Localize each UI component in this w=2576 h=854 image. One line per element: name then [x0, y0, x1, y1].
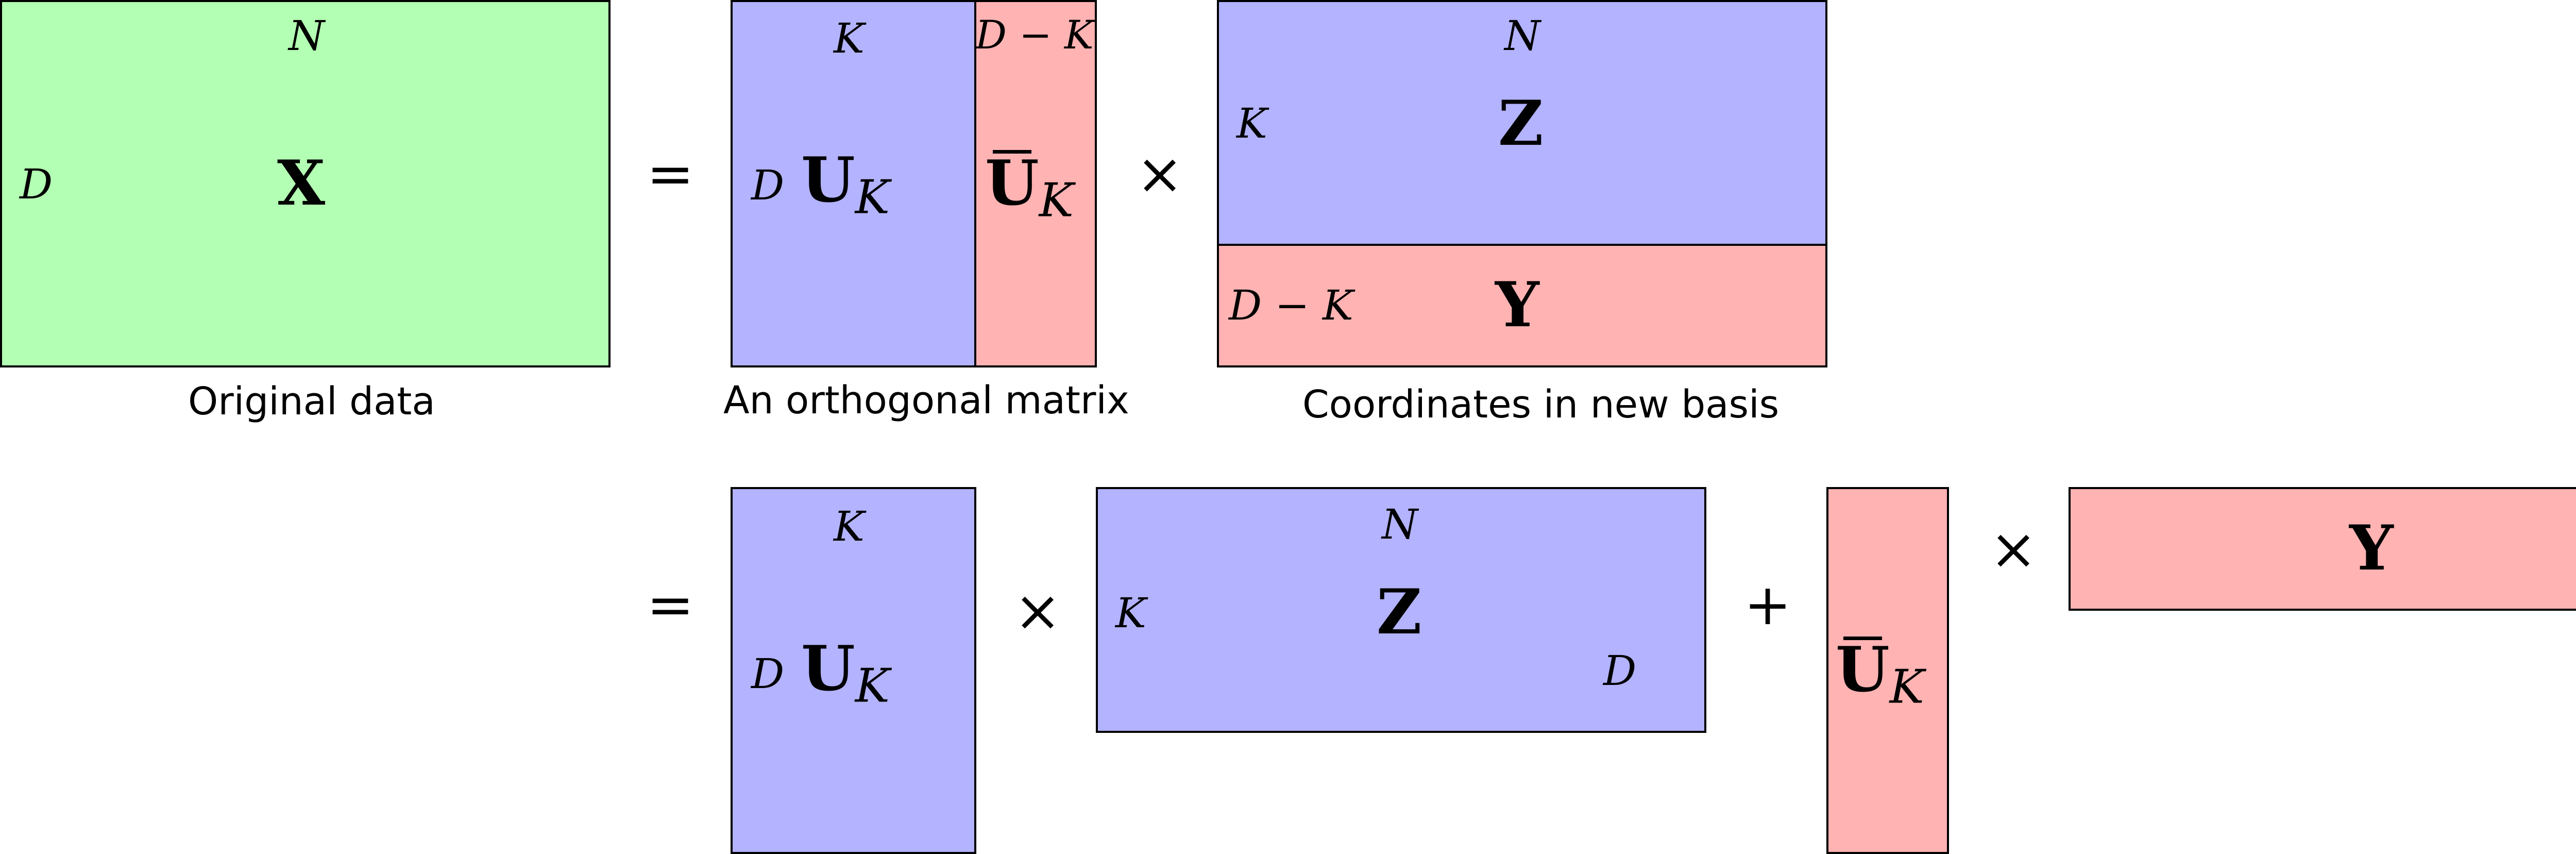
z-bottom-extra-label: D	[1603, 647, 1637, 695]
z-top-symbol: Z	[1498, 87, 1544, 160]
y-matrix-top	[1217, 244, 1827, 367]
times-sign-top: ×	[1136, 141, 1184, 207]
uk-top-symbol: UK	[801, 149, 890, 221]
x-height-label: D	[20, 160, 53, 208]
times-sign-bottom-1: ×	[1014, 578, 1062, 644]
ukbar-top-subscript: K	[1039, 173, 1074, 228]
orthogonal-caption: An orthogonal matrix	[723, 378, 1129, 423]
ukbar-bottom-letter: U	[1836, 633, 1890, 706]
plus-sign-bottom: +	[1744, 572, 1792, 638]
ukbar-top-width-label: D − K	[975, 12, 1094, 58]
z-bottom-height-label: K	[1115, 589, 1146, 637]
y-bottom-symbol: Y	[2349, 512, 2394, 584]
x-caption: Original data	[188, 379, 435, 424]
x-matrix	[0, 0, 611, 367]
uk-top-subscript: K	[855, 170, 890, 225]
z-bottom-width-label: N	[1382, 500, 1418, 548]
equals-sign-bottom: =	[647, 572, 694, 638]
uk-bottom-symbol: UK	[801, 638, 890, 710]
uk-bottom-width-label: K	[834, 503, 865, 550]
coords-caption: Coordinates in new basis	[1302, 382, 1780, 427]
ukbar-matrix-bottom	[1826, 487, 1949, 854]
ukbar-matrix-top	[974, 0, 1097, 367]
uk-top-width-label: K	[834, 14, 865, 62]
y-top-height-label: D − K	[1229, 281, 1353, 329]
z-top-width-label: N	[1504, 12, 1540, 60]
ukbar-bottom-subscript: K	[1889, 660, 1924, 714]
x-width-label: N	[289, 12, 325, 60]
uk-bottom-height-label: D	[751, 650, 785, 698]
uk-bottom-subscript: K	[855, 659, 890, 713]
y-top-symbol: Y	[1495, 269, 1539, 341]
uk-matrix-bottom	[731, 487, 976, 854]
uk-top-letter: U	[801, 144, 855, 216]
ukbar-top-symbol: UK	[985, 147, 1074, 224]
z-top-height-label: K	[1236, 99, 1267, 147]
y-matrix-bottom	[2069, 487, 2576, 611]
ukbar-bottom-symbol: UK	[1836, 633, 1924, 714]
uk-bottom-letter: U	[801, 632, 855, 705]
times-sign-bottom-2: ×	[1990, 516, 2038, 582]
equals-sign-top: =	[647, 141, 694, 207]
z-matrix-top	[1217, 0, 1827, 246]
uk-matrix-top	[731, 0, 976, 367]
ukbar-top-letter: U	[985, 147, 1039, 220]
uk-top-height-label: D	[751, 161, 785, 209]
z-bottom-symbol: Z	[1377, 576, 1422, 648]
z-matrix-bottom	[1096, 487, 1706, 733]
x-symbol: X	[277, 147, 326, 220]
